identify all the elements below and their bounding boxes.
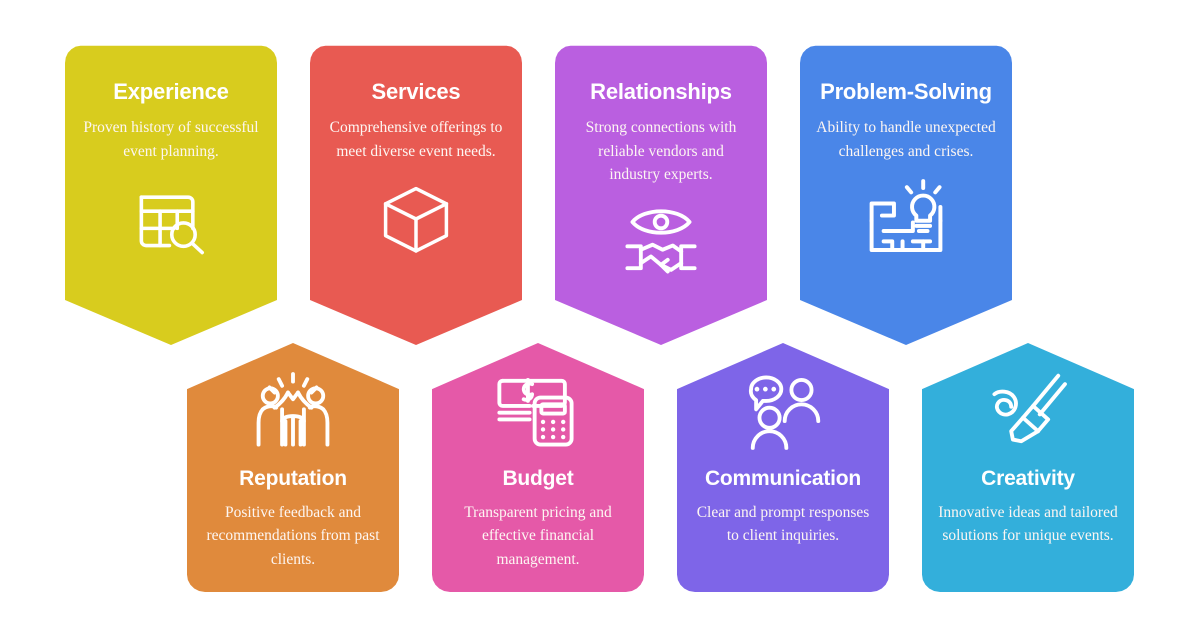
card-description: Clear and prompt responses to client inq… bbox=[696, 503, 870, 545]
paintbrush-swirl-icon bbox=[983, 369, 1073, 453]
card-description: Proven history of successful event plann… bbox=[83, 118, 259, 160]
card-experience[interactable]: Experience Proven history of successful … bbox=[65, 45, 277, 345]
card-title: Experience bbox=[113, 79, 229, 104]
card-title: Communication bbox=[704, 467, 862, 490]
eye-handshake-icon bbox=[616, 203, 706, 283]
card-description: Innovative ideas and tailored solutions … bbox=[938, 503, 1118, 545]
card-title: Services bbox=[371, 79, 461, 104]
card-problem-solving[interactable]: Problem-Solving Ability to handle unexpe… bbox=[800, 45, 1012, 345]
card-relationships[interactable]: Relationships Strong connections with re… bbox=[555, 45, 767, 345]
card-description: Ability to handle unexpected challenges … bbox=[816, 118, 996, 160]
card-budget[interactable]: Budget Transparent pricing and effective… bbox=[432, 343, 644, 592]
card-title: Problem-Solving bbox=[820, 79, 992, 104]
card-communication[interactable]: Communication Clear and prompt responses… bbox=[677, 343, 889, 592]
card-title: Budget bbox=[502, 467, 574, 490]
card-title: Reputation bbox=[239, 467, 347, 490]
card-description: Transparent pricing and effective financ… bbox=[464, 503, 612, 569]
card-description: Positive feedback and recommendations fr… bbox=[206, 503, 380, 569]
high-five-people-icon bbox=[248, 369, 338, 453]
cube-box-icon bbox=[371, 179, 461, 259]
card-reputation[interactable]: Reputation Positive feedback and recomme… bbox=[187, 343, 399, 592]
card-description: Comprehensive offerings to meet diverse … bbox=[329, 118, 503, 160]
card-description: Strong connections with reliable vendors… bbox=[585, 118, 737, 184]
money-calculator-icon bbox=[493, 369, 583, 453]
card-services[interactable]: Services Comprehensive offerings to meet… bbox=[310, 45, 522, 345]
maze-lightbulb-icon bbox=[861, 179, 951, 259]
people-speech-bubble-icon bbox=[738, 369, 828, 453]
spreadsheet-search-icon bbox=[126, 179, 216, 259]
card-creativity[interactable]: Creativity Innovative ideas and tailored… bbox=[922, 343, 1134, 592]
card-title: Creativity bbox=[981, 467, 1075, 490]
card-title: Relationships bbox=[590, 79, 732, 104]
